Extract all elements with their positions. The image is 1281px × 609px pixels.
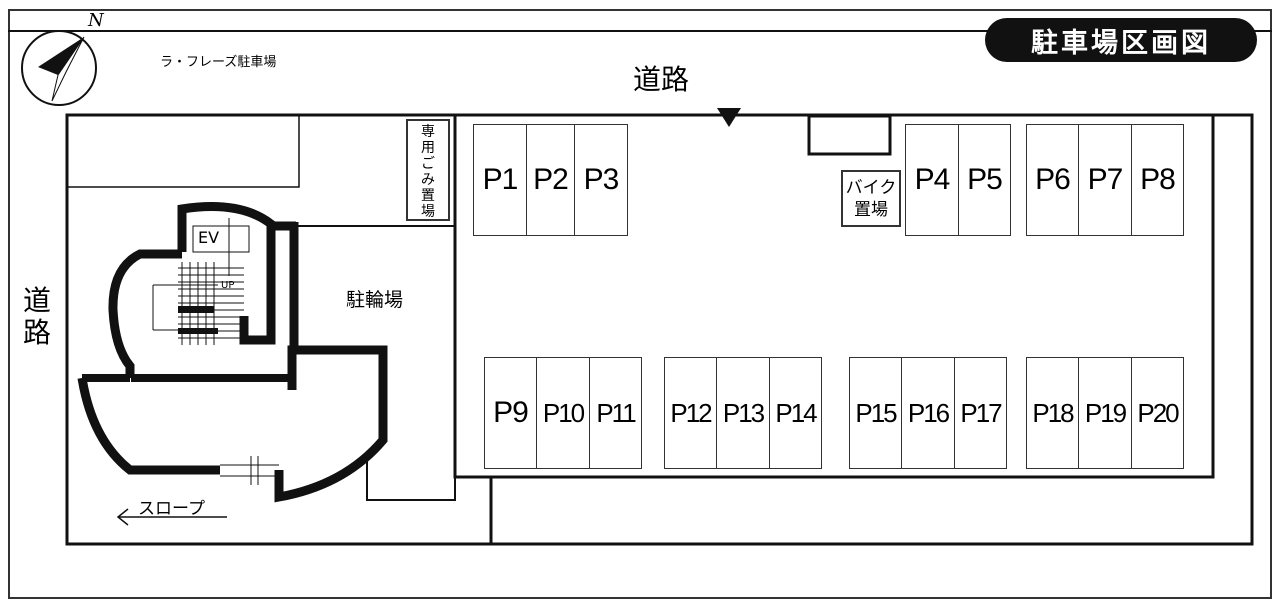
parking-stall-p20: P20 bbox=[1131, 357, 1184, 469]
parking-stall-p17: P17 bbox=[954, 357, 1007, 469]
elevator-label: EV bbox=[198, 228, 220, 247]
parking-stall-p16: P16 bbox=[901, 357, 955, 469]
bike-parking-area: バイク 置場 bbox=[841, 170, 901, 227]
parking-stall-p9: P9 bbox=[484, 357, 537, 469]
parking-stall-p10: P10 bbox=[536, 357, 590, 469]
slope-arrow-icon bbox=[116, 508, 227, 526]
garbage-area: 専 用 ご み 置 場 bbox=[406, 119, 450, 221]
parking-stall-p3: P3 bbox=[574, 124, 628, 236]
road-left-label: 道 路 bbox=[22, 284, 51, 349]
lot-name: ラ・フレーズ駐車場 bbox=[160, 55, 277, 70]
parking-stall-p7: P7 bbox=[1078, 124, 1132, 236]
stairs-up-label: UP bbox=[221, 280, 235, 291]
parking-stall-p15: P15 bbox=[849, 357, 902, 469]
parking-stall-p13: P13 bbox=[716, 357, 770, 469]
parking-stall-p4: P4 bbox=[905, 124, 959, 236]
parking-stall-p1: P1 bbox=[473, 124, 527, 236]
parking-stall-p11: P11 bbox=[589, 357, 642, 469]
parking-stall-p14: P14 bbox=[769, 357, 822, 469]
map-frame bbox=[8, 9, 1272, 599]
bicycle-parking-label: 駐輪場 bbox=[346, 289, 404, 311]
parking-stall-p19: P19 bbox=[1078, 357, 1132, 469]
parking-stall-p12: P12 bbox=[664, 357, 717, 469]
utility-box bbox=[807, 114, 892, 156]
parking-stall-p6: P6 bbox=[1026, 124, 1079, 236]
entrance-arrow-icon bbox=[717, 108, 741, 127]
parking-stall-p18: P18 bbox=[1026, 357, 1079, 469]
north-compass-icon bbox=[21, 30, 97, 106]
parking-stall-p2: P2 bbox=[526, 124, 575, 236]
road-top-label: 道路 bbox=[633, 63, 690, 96]
parking-stall-p8: P8 bbox=[1131, 124, 1184, 236]
parking-stall-p5: P5 bbox=[958, 124, 1011, 236]
slope-label: スロープ bbox=[138, 499, 205, 519]
north-label: N bbox=[88, 10, 104, 31]
page-title: 駐車場区画図 bbox=[985, 18, 1257, 62]
